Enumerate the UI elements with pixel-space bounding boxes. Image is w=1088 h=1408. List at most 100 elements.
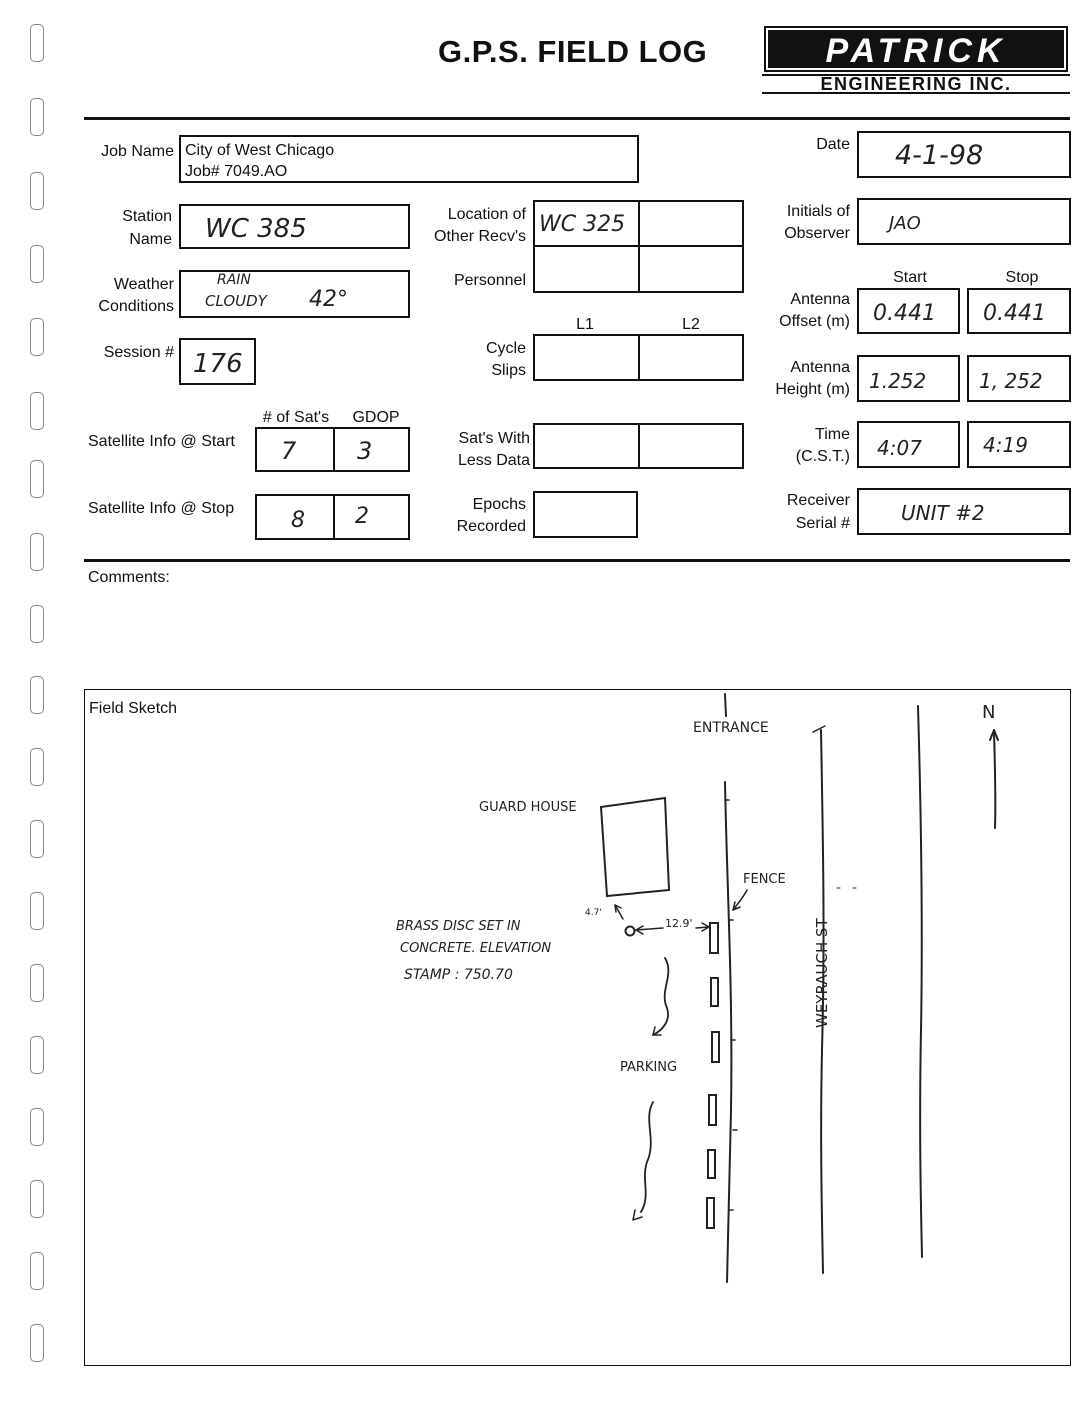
antenna-offset-start-field[interactable]: 0.441 [857, 288, 960, 334]
comments-label: Comments: [88, 569, 170, 586]
station-name-field[interactable]: WC 385 [179, 204, 410, 249]
initials-field[interactable]: JAO [857, 198, 1071, 245]
sat-stop-count: 8 [291, 508, 305, 533]
street-line-east [917, 705, 923, 1258]
date-field[interactable]: 4-1-98 [857, 131, 1071, 178]
stop-label: Stop [1005, 269, 1039, 286]
antenna-height-start-field[interactable]: 1.252 [857, 355, 960, 402]
initials-label-2: Observer [784, 225, 850, 242]
receiver-label-1: Receiver [786, 492, 850, 509]
binder-hole [30, 748, 44, 786]
parking-stall [709, 922, 719, 954]
session-field[interactable]: 176 [179, 338, 256, 385]
start-label: Start [893, 269, 927, 286]
note-line2: CONCRETE. ELEVATION [400, 941, 552, 956]
dimension-2: 12.9' [665, 917, 693, 930]
location-field[interactable]: WC 325 [533, 200, 744, 247]
antenna-height-start: 1.252 [869, 369, 927, 393]
time-stop-field[interactable]: 4:19 [967, 421, 1071, 468]
weather-line2: CLOUDY [205, 292, 267, 310]
binder-hole [30, 1324, 44, 1362]
entrance-marker [724, 693, 727, 717]
sats-less-label-2: Less Data [457, 452, 530, 469]
binder-hole [30, 964, 44, 1002]
binder-hole [30, 892, 44, 930]
session-value: 176 [193, 349, 243, 379]
note-line3: STAMP : 750.70 [404, 967, 513, 983]
cycle-label-1: Cycle [485, 340, 526, 357]
job-name-label: Job Name [101, 143, 174, 160]
receiver-value: UNIT #2 [901, 501, 985, 525]
north-arrow [993, 729, 997, 829]
sat-start-label: Satellite Info @ Start [88, 433, 235, 450]
epochs-field[interactable] [533, 491, 638, 538]
weather-line1: RAIN [217, 272, 251, 288]
logo-name: PATRICK [764, 26, 1068, 72]
time-start: 4:07 [877, 436, 922, 460]
gdop-col-label: GDOP [352, 409, 400, 426]
location-label-2: Other Recv's [434, 228, 526, 245]
time-start-field[interactable]: 4:07 [857, 421, 960, 468]
antenna-height-label-2: Height (m) [775, 381, 850, 398]
binder-hole [30, 460, 44, 498]
sat-start-field[interactable]: 7 3 [255, 427, 410, 472]
parking-stall [706, 1197, 715, 1229]
receiver-label-2: Serial # [795, 515, 850, 532]
section-rule [84, 559, 1070, 562]
parking-stall [708, 1094, 717, 1126]
cycle-slips-field[interactable] [533, 334, 744, 381]
binder-hole [30, 98, 44, 136]
binder-hole [30, 318, 44, 356]
binder-hole [30, 533, 44, 571]
sats-less-data-field[interactable] [533, 423, 744, 469]
antenna-height-stop: 1, 252 [979, 369, 1043, 393]
sats-less-label-1: Sat's With [458, 430, 530, 447]
time-stop: 4:19 [983, 433, 1028, 457]
initials-label-1: Initials of [786, 203, 850, 220]
job-name-field[interactable]: City of West Chicago Job# 7049.AO [179, 135, 639, 183]
antenna-offset-stop-field[interactable]: 0.441 [967, 288, 1071, 334]
header-rule [84, 117, 1070, 120]
company-logo: PATRICK ENGINEERING INC. [762, 26, 1070, 94]
binder-hole [30, 1252, 44, 1290]
antenna-height-label-1: Antenna [790, 359, 850, 376]
binder-hole [30, 392, 44, 430]
weather-label-1: Weather [113, 276, 174, 293]
sat-stop-gdop: 2 [355, 504, 369, 529]
binder-hole [30, 172, 44, 210]
sats-col-label: # of Sat's [262, 409, 330, 426]
entrance-label: ENTRANCE [693, 720, 769, 736]
session-label: Session # [103, 344, 174, 361]
dimension-1: 4.7' [585, 908, 602, 918]
binder-hole [30, 245, 44, 283]
station-label-1: Station [122, 208, 172, 225]
weather-field[interactable]: RAIN CLOUDY 42° [179, 270, 410, 318]
personnel-field[interactable] [533, 245, 744, 293]
location-label-1: Location of [447, 206, 526, 223]
weather-temp: 42° [309, 287, 348, 312]
l1-label: L1 [576, 316, 594, 333]
note-line1: BRASS DISC SET IN [396, 919, 521, 934]
binder-hole [30, 1036, 44, 1074]
antenna-offset-label-2: Offset (m) [779, 313, 850, 330]
binder-hole [30, 605, 44, 643]
receiver-field[interactable]: UNIT #2 [857, 488, 1071, 535]
logo-subtitle: ENGINEERING INC. [762, 74, 1070, 94]
antenna-height-stop-field[interactable]: 1, 252 [967, 355, 1071, 402]
field-sketch[interactable]: Field Sketch [84, 689, 1071, 1366]
brass-disc [624, 925, 636, 937]
time-label-1: Time [815, 426, 850, 443]
binder-hole [30, 820, 44, 858]
date-label: Date [816, 136, 850, 153]
job-name-line1: City of West Chicago [185, 142, 335, 159]
binder-hole [30, 24, 44, 62]
sat-stop-field[interactable]: 8 2 [255, 494, 410, 540]
weather-label-2: Conditions [98, 298, 174, 315]
location-value: WC 325 [539, 212, 626, 237]
fence-label: FENCE [743, 872, 786, 887]
sat-start-count: 7 [281, 437, 297, 465]
binder-hole [30, 1180, 44, 1218]
personnel-label: Personnel [453, 272, 526, 289]
fence-line [724, 781, 733, 1283]
job-name-line2: Job# 7049.AO [185, 163, 288, 180]
